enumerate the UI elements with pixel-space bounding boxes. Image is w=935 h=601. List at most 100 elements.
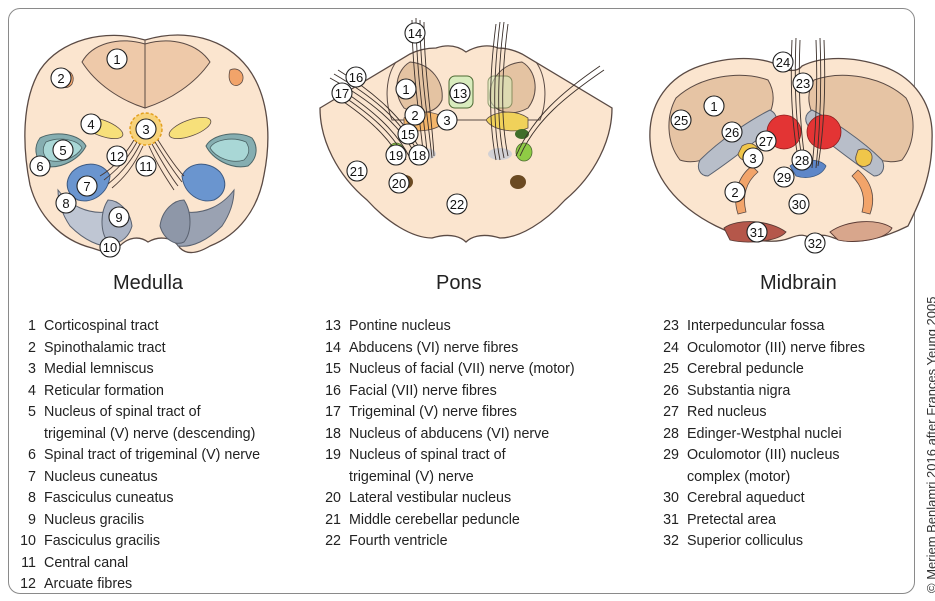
medulla-label-bubble: 4 <box>81 114 101 134</box>
pons-label-number: 14 <box>408 26 422 41</box>
legend-number: 26 <box>653 381 687 403</box>
medulla-label-bubble: 2 <box>51 68 71 88</box>
legend-text: Pontine nucleus <box>349 316 451 338</box>
medulla-label-bubble: 11 <box>136 156 156 176</box>
pons-label-bubble: 19 <box>386 145 406 165</box>
legend-text: Trigeminal (V) nerve fibres <box>349 402 517 424</box>
legend-number: 10 <box>10 531 44 553</box>
legend-number: 25 <box>653 359 687 381</box>
legend-number: 14 <box>315 338 349 360</box>
legend-text: Middle cerebellar peduncle <box>349 510 520 532</box>
legend-text: Medial lemniscus <box>44 359 154 381</box>
legend-number: 7 <box>10 467 44 489</box>
midbrain-label-bubble: 1 <box>704 96 724 116</box>
midbrain-label-number: 27 <box>759 134 773 149</box>
legend-text: Nucleus of spinal tract of <box>349 445 506 467</box>
pons-label-bubble: 13 <box>450 83 470 103</box>
legend-text: Arcuate fibres <box>44 574 132 596</box>
midbrain-label-number: 23 <box>796 76 810 91</box>
medulla-label-bubble: 12 <box>107 146 127 166</box>
legend-text: Nucleus of spinal tract of <box>44 402 201 424</box>
legend-number: 29 <box>653 445 687 467</box>
medulla-label-number: 7 <box>83 179 90 194</box>
midbrain-title: Midbrain <box>760 272 837 295</box>
legend-number: 32 <box>653 531 687 553</box>
legend-number: 11 <box>10 553 44 575</box>
medulla-label-number: 3 <box>142 122 149 137</box>
pons-label-bubble: 14 <box>405 23 425 43</box>
medulla-label-bubble: 5 <box>53 140 73 160</box>
midbrain-label-number: 29 <box>777 170 791 185</box>
pons-label-number: 18 <box>412 148 426 163</box>
midbrain-label-number: 26 <box>725 125 739 140</box>
legend-text: Spinothalamic tract <box>44 338 166 360</box>
legend-text-continuation: trigeminal (V) nerve <box>315 467 575 489</box>
legend-text: Cerebral aqueduct <box>687 488 805 510</box>
medulla-label-bubble: 7 <box>77 176 97 196</box>
legend-text: Interpeduncular fossa <box>687 316 825 338</box>
legend-number: 23 <box>653 316 687 338</box>
legend-text: Oculomotor (III) nerve fibres <box>687 338 865 360</box>
legend-text: Substantia nigra <box>687 381 790 403</box>
pons-label-number: 1 <box>402 82 409 97</box>
legend-item: 4Reticular formation <box>10 381 260 403</box>
legend-text: Reticular formation <box>44 381 164 403</box>
legend-number: 31 <box>653 510 687 532</box>
legend-item: 17Trigeminal (V) nerve fibres <box>315 402 575 424</box>
legend-number: 2 <box>10 338 44 360</box>
legend-text: Central canal <box>44 553 128 575</box>
legend-text: Facial (VII) nerve fibres <box>349 381 497 403</box>
legend-number: 30 <box>653 488 687 510</box>
midbrain-label-bubble: 31 <box>747 222 767 242</box>
medulla-label-number: 4 <box>87 117 94 132</box>
legend-item: 26Substantia nigra <box>653 381 865 403</box>
legend-text: Lateral vestibular nucleus <box>349 488 511 510</box>
legend-number: 9 <box>10 510 44 532</box>
pons-label-bubble: 22 <box>447 194 467 214</box>
pons-label-bubble: 17 <box>332 83 352 103</box>
medulla-label-bubble: 6 <box>30 156 50 176</box>
legend-text: Corticospinal tract <box>44 316 158 338</box>
legend-text: Oculomotor (III) nucleus <box>687 445 840 467</box>
midbrain-label-bubble: 25 <box>671 110 691 130</box>
legend-number: 5 <box>10 402 44 424</box>
midbrain-label-number: 28 <box>795 153 809 168</box>
pons-label-bubble: 2 <box>405 105 425 125</box>
midbrain-label-bubble: 27 <box>756 131 776 151</box>
medulla-label-number: 5 <box>59 143 66 158</box>
medulla-label-bubble: 10 <box>100 237 120 257</box>
legend-item: 1Corticospinal tract <box>10 316 260 338</box>
pons-label-number: 22 <box>450 197 464 212</box>
legend-number: 22 <box>315 531 349 553</box>
legend-number: 12 <box>10 574 44 596</box>
legend-text: Pretectal area <box>687 510 776 532</box>
legend-text: Red nucleus <box>687 402 766 424</box>
medulla-label-number: 10 <box>103 240 117 255</box>
legend-number: 17 <box>315 402 349 424</box>
legend-text: Nucleus gracilis <box>44 510 144 532</box>
pons-legend: 13Pontine nucleus14Abducens (VI) nerve f… <box>315 316 575 553</box>
legend-text: Nucleus of abducens (VI) nerve <box>349 424 549 446</box>
legend-number: 1 <box>10 316 44 338</box>
legend-text: Fasciculus gracilis <box>44 531 160 553</box>
legend-text: Nucleus cuneatus <box>44 467 158 489</box>
legend-number: 6 <box>10 445 44 467</box>
legend-number: 24 <box>653 338 687 360</box>
legend-number: 13 <box>315 316 349 338</box>
medulla-label-number: 12 <box>110 149 124 164</box>
pons-label-number: 13 <box>453 86 467 101</box>
